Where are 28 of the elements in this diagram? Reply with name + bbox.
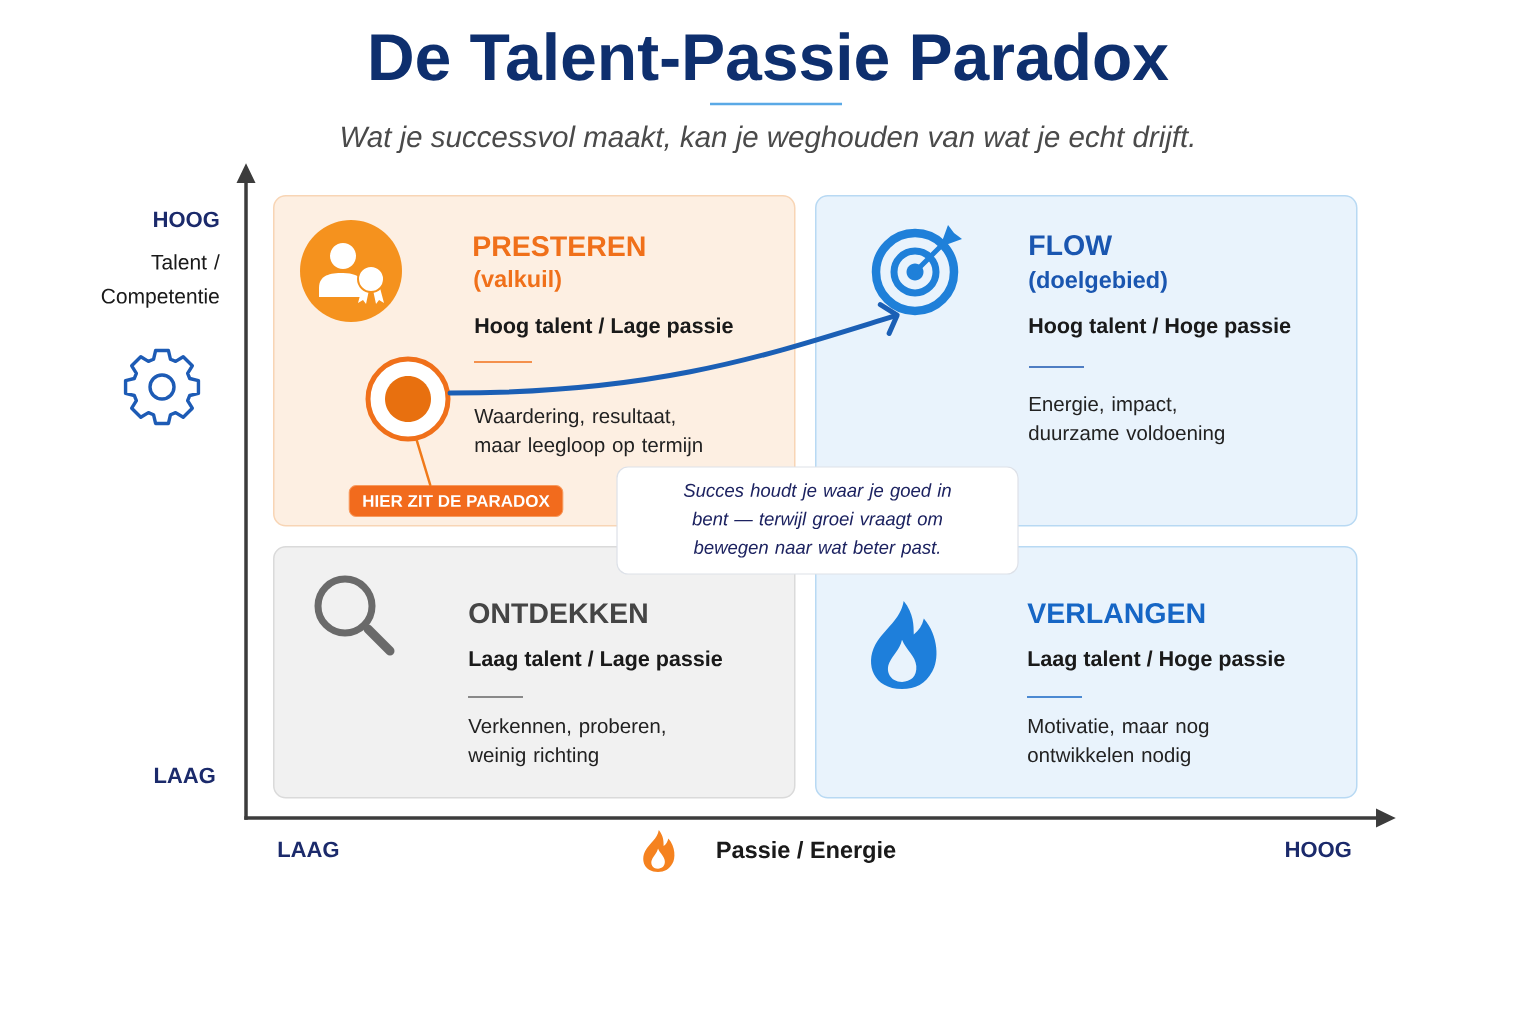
quadrant-subheading: (doelgebied) [1029, 271, 1167, 293]
quadrant-description: Verkennen, proberen, weinig richting [468, 718, 665, 767]
callout-box: Succes houdt je waar je goed in bent — terwijl groei vraagt om bewegen naar wat beter past. [616, 466, 1019, 575]
axis-label: LAAG [278, 841, 339, 858]
quadrant-heading: ONTDEKKEN [469, 603, 647, 624]
axis-label: HOOG [154, 211, 219, 228]
title: De Talent-Passie Paradox [371, 32, 1169, 81]
axis-title: Talent / Competentie [101, 254, 220, 308]
leader-line [415, 439, 432, 487]
quadrant-description: Motivatie, maar nog ontwikkelen nodig [1028, 718, 1209, 767]
axis-label: LAAG [154, 767, 215, 784]
axis-label: HOOG [1286, 841, 1351, 858]
target-marker [365, 356, 451, 442]
quadrant-heading: PRESTEREN [474, 236, 645, 257]
badge: HIER ZIT DE PARADOX [348, 485, 564, 517]
curved-arrow [447, 302, 900, 396]
target-icon [871, 225, 962, 316]
quadrant-tagline: Laag talent / Lage passie [469, 650, 722, 671]
quadrant-tagline: Hoog talent / Hoge passie [1029, 317, 1291, 338]
quadrant-heading: VERLANGEN [1027, 603, 1205, 624]
quadrant-subheading: (valkuil) [474, 270, 561, 292]
quadrant-tagline: Laag talent / Hoge passie [1028, 650, 1285, 671]
quadrant-tagline: Hoog talent / Lage passie [475, 317, 733, 338]
quadrant-description: Waardering, resultaat, maar leegloop op termijn [474, 408, 702, 457]
quadrant-description: Energie, impact, duurzame voldoening [1029, 396, 1224, 445]
subtitle: Wat je successvol maakt, kan je weghouden van wat je echt drijft. [342, 125, 1193, 154]
axis-title: Passie / Energie [717, 841, 896, 863]
quadrant-heading: FLOW [1030, 235, 1113, 256]
